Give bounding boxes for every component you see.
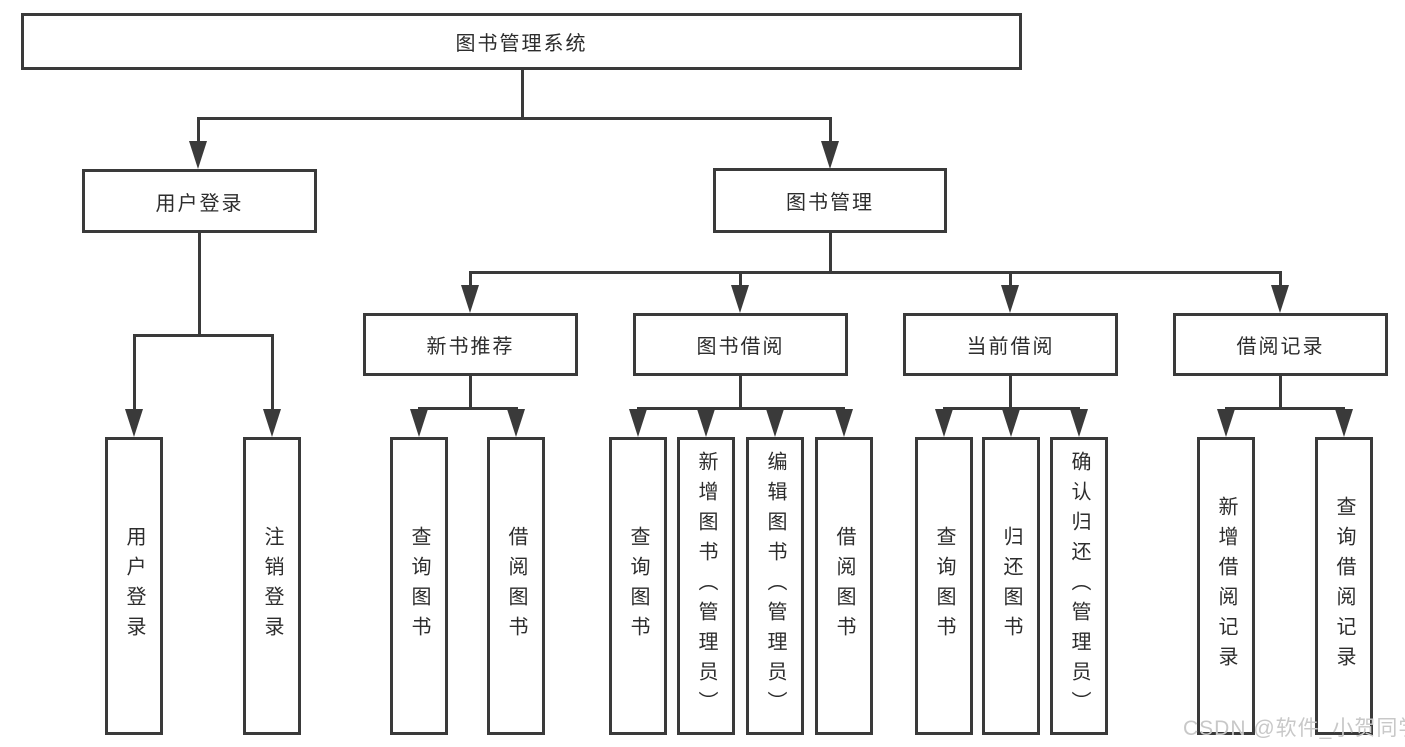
arrow-down-icon — [935, 409, 953, 437]
connector-arrow-shaft — [469, 271, 472, 287]
leaf-return-books: 归还图书 — [982, 437, 1040, 735]
connector-level3-bus — [469, 271, 1282, 274]
node-book-borrow: 图书借阅 — [633, 313, 848, 376]
connector-arrow-shaft — [197, 117, 200, 143]
arrow-down-icon — [1271, 285, 1289, 313]
leaf-query-books-3: 查询图书 — [915, 437, 973, 735]
connector-group2-bus — [637, 407, 845, 410]
arrow-down-icon — [629, 409, 647, 437]
arrow-down-icon — [507, 409, 525, 437]
node-current-borrow: 当前借阅 — [903, 313, 1118, 376]
leaf-query-borrow-record: 查询借阅记录 — [1315, 437, 1373, 735]
arrow-down-icon — [1002, 409, 1020, 437]
connector-group1-bus — [418, 407, 518, 410]
leaf-user-login: 用户登录 — [105, 437, 163, 735]
leaf-logout: 注销登录 — [243, 437, 301, 735]
connector-bookmgmt-stem — [829, 233, 832, 273]
connector-group1-stem — [469, 376, 472, 410]
csdn-watermark: CSDN @软件_小贺同学 — [1183, 717, 1405, 740]
connector-arrow-shaft — [133, 334, 136, 410]
connector-group4-stem — [1279, 376, 1282, 410]
leaf-borrow-books-2: 借阅图书 — [815, 437, 873, 735]
node-borrow-records: 借阅记录 — [1173, 313, 1388, 376]
arrow-down-icon — [1217, 409, 1235, 437]
connector-level2-bus — [197, 117, 831, 120]
connector-arrow-shaft — [1279, 271, 1282, 287]
connector-arrow-shaft — [271, 334, 274, 410]
leaf-query-books-1: 查询图书 — [390, 437, 448, 735]
leaf-edit-books-admin: 编辑图书（管理员） — [746, 437, 804, 735]
arrow-down-icon — [697, 409, 715, 437]
arrow-down-icon — [263, 409, 281, 437]
node-book-management: 图书管理 — [713, 168, 947, 233]
connector-arrow-shaft — [829, 117, 832, 143]
leaf-borrow-books-1: 借阅图书 — [487, 437, 545, 735]
connector-userlogin-stem — [198, 233, 201, 337]
leaf-query-books-2: 查询图书 — [609, 437, 667, 735]
arrow-down-icon — [821, 141, 839, 169]
arrow-down-icon — [1335, 409, 1353, 437]
arrow-down-icon — [835, 409, 853, 437]
connector-group2-stem — [739, 376, 742, 410]
connector-arrow-shaft — [739, 271, 742, 287]
connector-arrow-shaft — [1009, 271, 1012, 287]
connector-group3-stem — [1009, 376, 1012, 410]
arrow-down-icon — [189, 141, 207, 169]
leaf-confirm-return-admin: 确认归还（管理员） — [1050, 437, 1108, 735]
arrow-down-icon — [461, 285, 479, 313]
arrow-down-icon — [766, 409, 784, 437]
connector-group4-bus — [1225, 407, 1345, 410]
connector-group3-bus — [943, 407, 1080, 410]
connector-root-stem — [521, 70, 524, 118]
arrow-down-icon — [1001, 285, 1019, 313]
arrow-down-icon — [125, 409, 143, 437]
arrow-down-icon — [1070, 409, 1088, 437]
arrow-down-icon — [410, 409, 428, 437]
leaf-add-borrow-record: 新增借阅记录 — [1197, 437, 1255, 735]
node-new-book-recommend: 新书推荐 — [363, 313, 578, 376]
node-user-login: 用户登录 — [82, 169, 317, 233]
connector-userlogin-bus — [133, 334, 274, 337]
node-root: 图书管理系统 — [21, 13, 1022, 70]
arrow-down-icon — [731, 285, 749, 313]
leaf-add-books-admin: 新增图书（管理员） — [677, 437, 735, 735]
